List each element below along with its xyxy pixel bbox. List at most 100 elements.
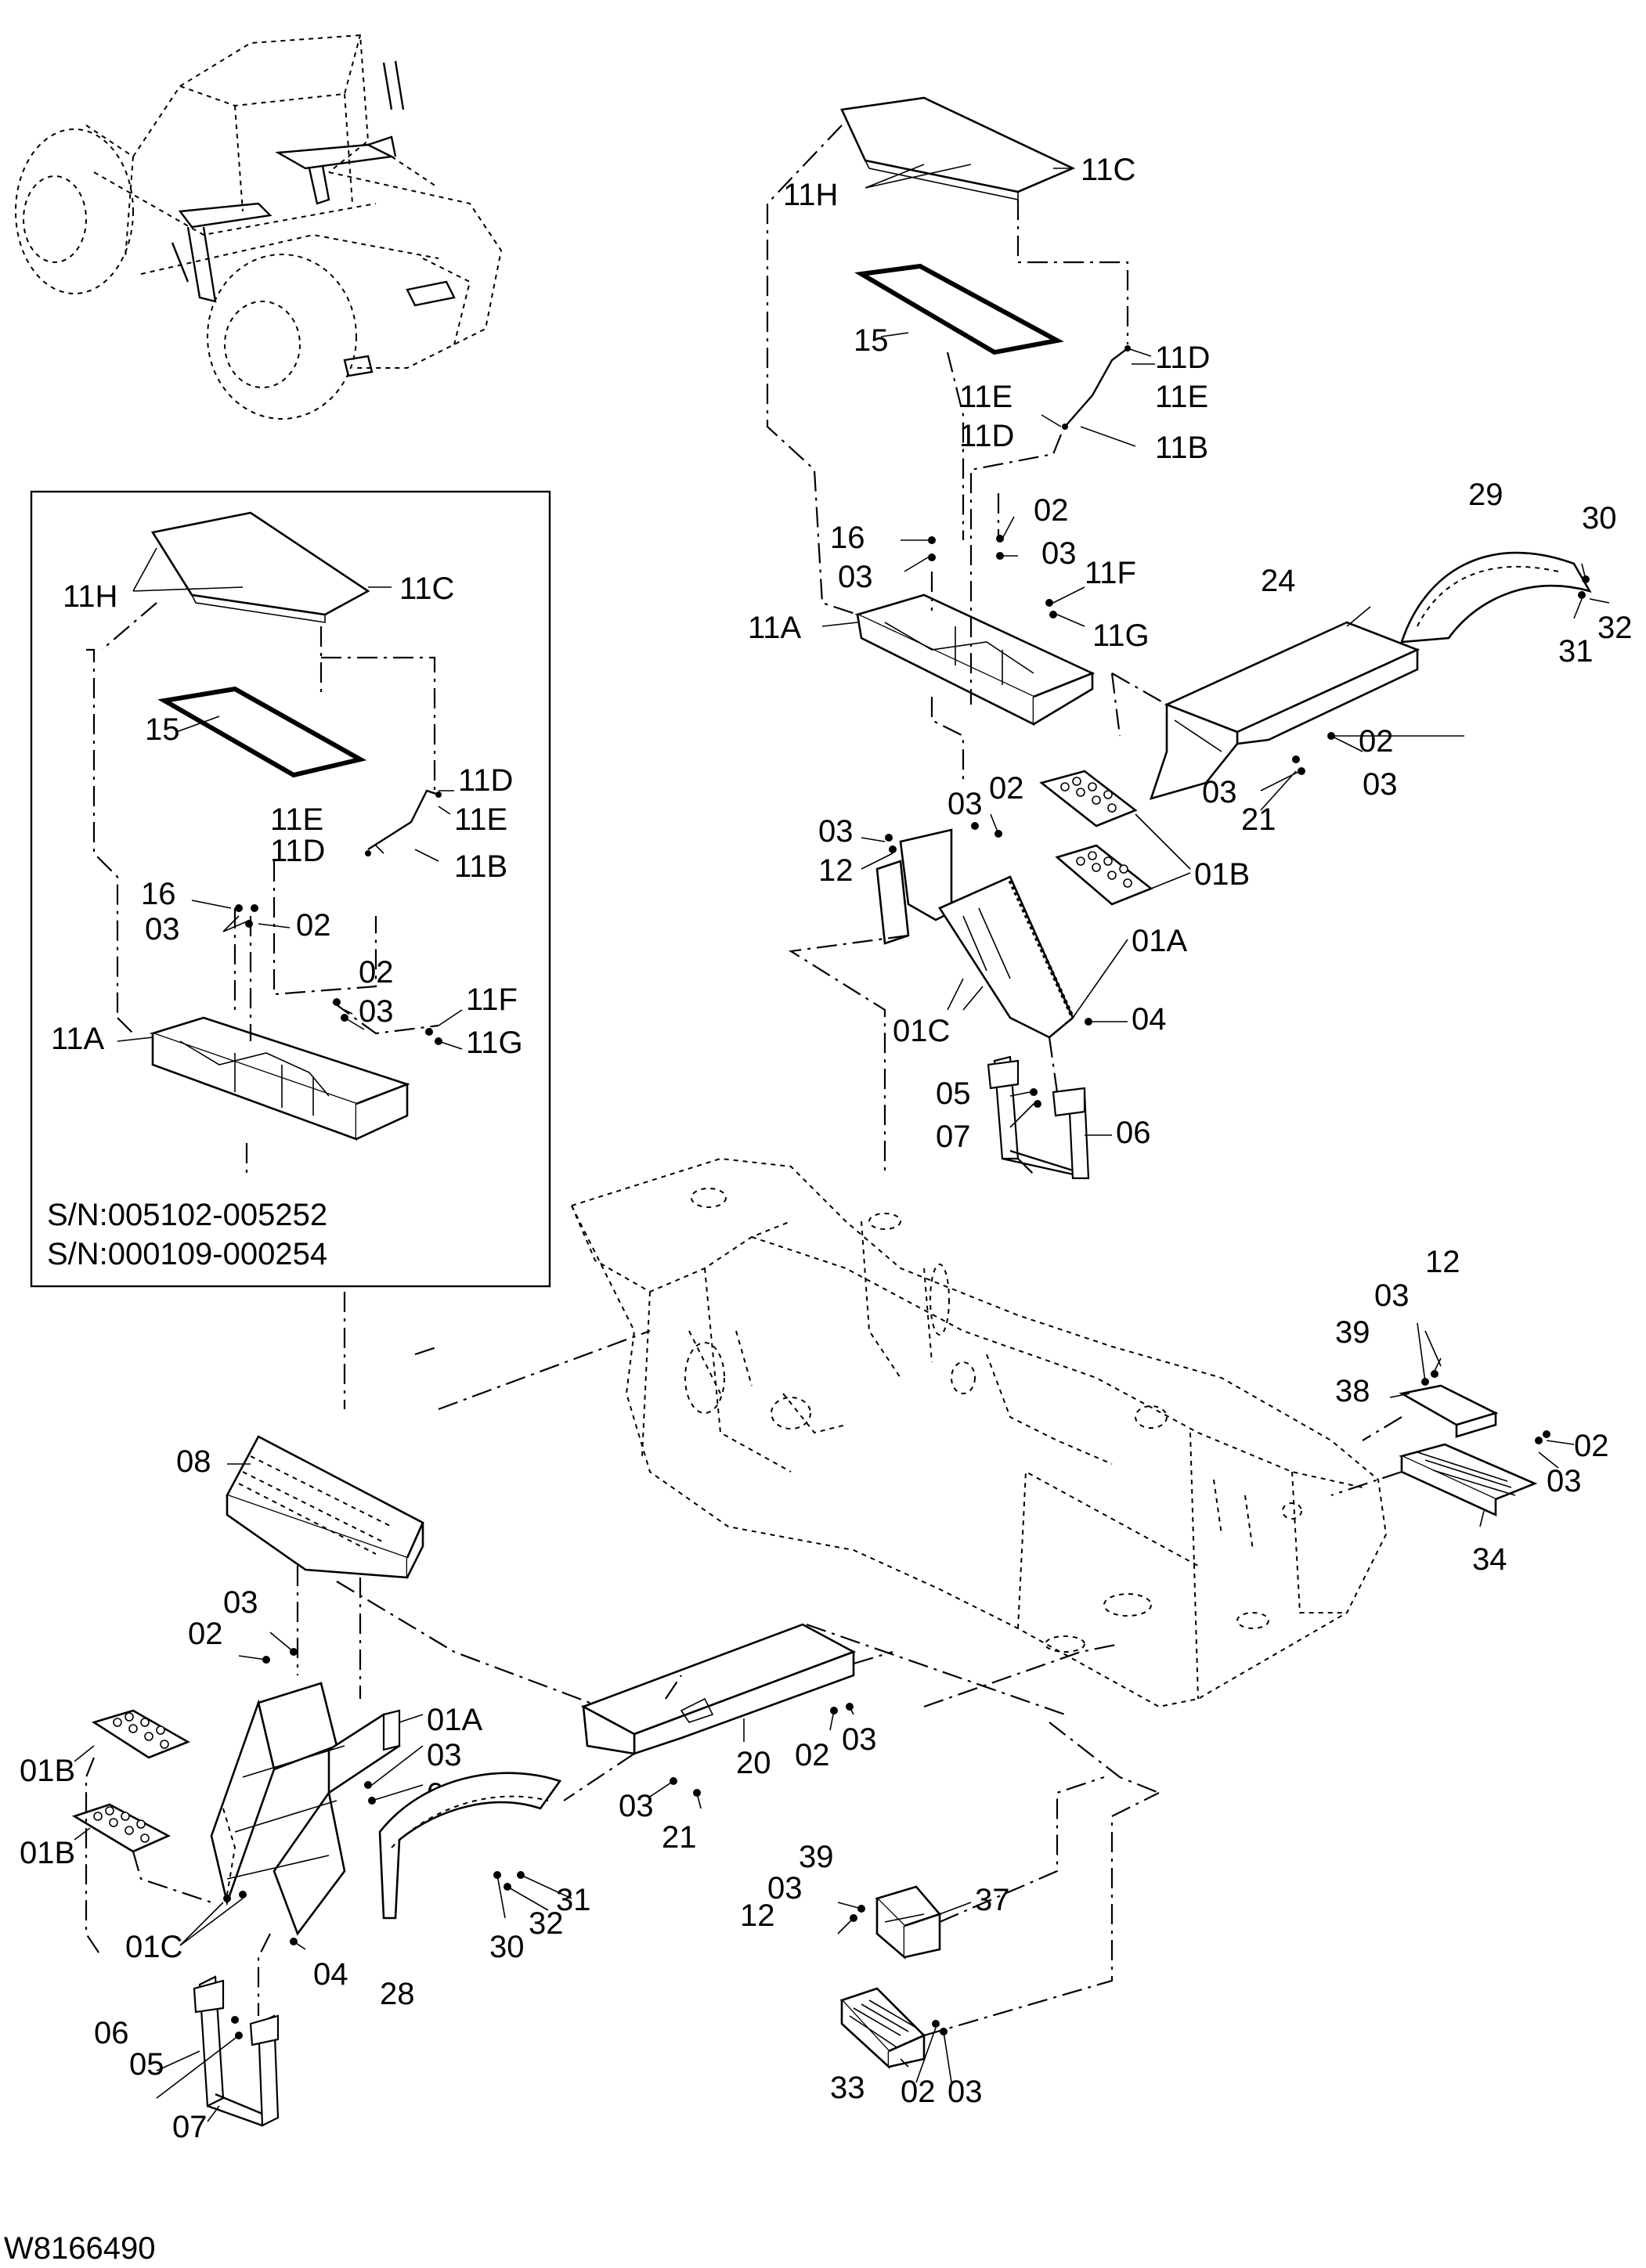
callout-03-c: 03 [1202, 775, 1237, 809]
callout-11d: 11D [1155, 341, 1210, 375]
callout-03: 03 [838, 560, 873, 594]
callout-02-step: 02 [989, 771, 1024, 806]
callout-03-ll: 03 [223, 1585, 258, 1620]
callout-11h: 11H [783, 178, 838, 212]
step-pad-01b-lower [71, 1709, 190, 1853]
callout-15: 15 [854, 323, 889, 358]
callout-21: 21 [1241, 802, 1276, 837]
fender-flap-29 [1400, 551, 1592, 644]
callout-11d-b: 11D [959, 419, 1014, 453]
callout-34: 34 [1472, 1542, 1507, 1577]
callout-02-ll: 02 [188, 1617, 223, 1651]
fender-24 [1149, 621, 1420, 800]
step-37 [875, 1885, 942, 1960]
callout-31-lower: 31 [556, 1883, 591, 1917]
callout-01a-lower: 01A [427, 1703, 482, 1737]
callout-12-right: 12 [1425, 1245, 1460, 1279]
inset-callout-02-b: 02 [359, 955, 394, 990]
callout-04-lower: 04 [313, 1957, 348, 1992]
callout-11b: 11B [1155, 431, 1208, 465]
callout-03-ll-b: 03 [427, 1738, 462, 1772]
callout-28: 28 [380, 1977, 415, 2011]
cover-11c [840, 96, 1076, 193]
fender-20 [580, 1623, 857, 1755]
inset-callout-11e-a: 11E [270, 802, 323, 837]
step-assembly-01a-lower [210, 1682, 401, 1936]
callout-02-fender: 02 [1359, 724, 1394, 759]
callout-12: 12 [818, 853, 854, 888]
inset-callout-02: 02 [296, 908, 331, 943]
step-pad-01b [1039, 770, 1153, 906]
callout-03-lm-c: 03 [767, 1871, 803, 1906]
callout-07-lower: 07 [172, 2110, 208, 2144]
callout-37: 37 [975, 1883, 1010, 1917]
step-assembly-01a [875, 828, 1075, 1039]
callout-01b-lower-b: 01B [20, 1836, 75, 1870]
inset-rod-11b [367, 789, 439, 851]
callout-03-lm: 03 [842, 1722, 877, 1757]
callout-32: 32 [1597, 611, 1633, 645]
callout-32-lower: 32 [529, 1906, 564, 1941]
inset-callout-11d-b: 11D [270, 834, 325, 868]
upper-assembly: 11H 11C 15 11D 11E 11E 11D 11B 16 02 03 … [748, 96, 1633, 1180]
callout-02: 02 [1034, 493, 1069, 528]
callout-07: 07 [936, 1120, 971, 1154]
callout-11c: 11C [1081, 153, 1135, 187]
callout-31: 31 [1558, 634, 1594, 669]
inset-box: 11H 11C 15 11D 11E 11E 11D 11B 16 02 03 … [30, 490, 551, 1288]
seal-15 [854, 263, 1064, 355]
serial-number-range-1: S/N:005102-005252 [47, 1198, 327, 1232]
inset-seal-15 [157, 686, 367, 778]
callout-03-right-b: 03 [1547, 1464, 1582, 1498]
callout-03-d: 03 [818, 814, 854, 849]
serial-number-range-2: S/N:000109-000254 [47, 1237, 327, 1271]
inset-callout-11f: 11F [466, 983, 518, 1017]
inset-callout-03-b: 03 [359, 994, 394, 1029]
callout-12-lower: 12 [740, 1898, 775, 1933]
inset-callout-11b: 11B [454, 849, 507, 884]
callout-01b: 01B [1194, 857, 1250, 892]
inset-tray-11a [149, 1016, 410, 1141]
lower-left-assembly: 08 03 02 01A 03 02 01B 01B 01C 04 06 05 … [20, 1292, 651, 2144]
callout-01a: 01A [1132, 924, 1187, 958]
inset-callout-11e-b: 11E [454, 802, 507, 837]
callout-30: 30 [1582, 501, 1617, 535]
callout-20: 20 [736, 1746, 771, 1780]
callout-03-fender: 03 [1363, 767, 1398, 802]
inset-cover-11c [150, 511, 370, 616]
callout-06-lower: 06 [94, 2016, 129, 2050]
callout-01c: 01C [893, 1014, 950, 1048]
callout-03-lm-b: 03 [619, 1789, 654, 1823]
inset-callout-11d: 11D [458, 763, 513, 798]
lower-middle-assembly: 20 02 03 03 21 31 32 30 28 39 03 12 37 3… [378, 1623, 1160, 2109]
machine-overview-illustration [15, 34, 503, 420]
callout-06: 06 [1116, 1116, 1151, 1150]
callout-04: 04 [1132, 1002, 1167, 1037]
callout-11e-b: 11E [1155, 380, 1208, 414]
callout-03-b: 03 [1041, 536, 1077, 571]
callout-21-lower: 21 [662, 1820, 697, 1855]
callout-33: 33 [830, 2071, 865, 2105]
callout-38: 38 [1335, 1374, 1370, 1408]
callout-24: 24 [1261, 564, 1296, 598]
callout-39: 39 [1335, 1315, 1370, 1350]
callout-05-lower: 05 [129, 2047, 164, 2082]
callout-11f: 11F [1085, 556, 1136, 590]
callout-02-lm: 02 [795, 1738, 830, 1772]
inset-callout-03: 03 [145, 912, 180, 947]
inset-callout-11c: 11C [399, 572, 454, 606]
inset-callout-16: 16 [141, 877, 176, 911]
chassis-frame [570, 1157, 1388, 1708]
callout-01b-lower-a: 01B [20, 1754, 75, 1788]
ladder-06-lower [193, 1975, 280, 2127]
callout-01c-lower: 01C [125, 1930, 182, 1964]
callout-03-step: 03 [948, 787, 983, 821]
callout-02-right: 02 [1574, 1429, 1609, 1463]
callout-39-lower: 39 [799, 1840, 834, 1874]
platform-08 [226, 1435, 424, 1579]
callout-03-lm-d: 03 [948, 2075, 983, 2109]
callout-11e-a: 11E [959, 380, 1013, 414]
inset-callout-11g: 11G [466, 1026, 523, 1060]
fender-flap-28 [378, 1772, 562, 1920]
